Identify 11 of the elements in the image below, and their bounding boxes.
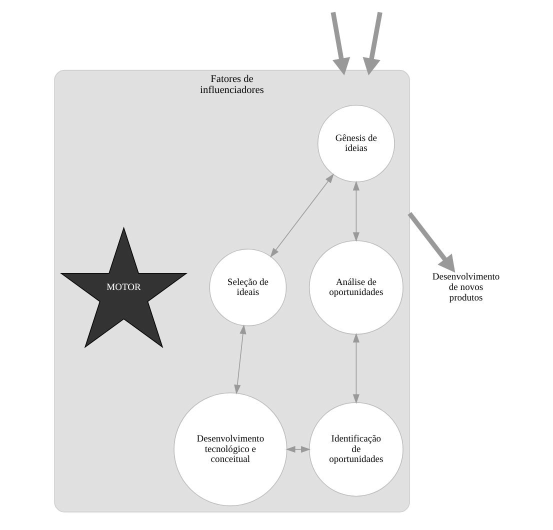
node-circle: Análise de oportunidades: [308, 240, 403, 335]
arrow: [270, 174, 334, 258]
arrow: [407, 212, 455, 273]
node-circle: Identificação de oportunidades: [308, 402, 403, 497]
arrow: [234, 324, 246, 394]
node-circle: Desenvolvimento tecnológico e conceitual: [173, 392, 287, 506]
node-text: Desenvolvimento de novos produtos: [432, 272, 500, 304]
arrow: [352, 333, 360, 404]
arrow: [352, 180, 360, 242]
arrow: [330, 12, 350, 76]
arrow: [285, 446, 310, 453]
